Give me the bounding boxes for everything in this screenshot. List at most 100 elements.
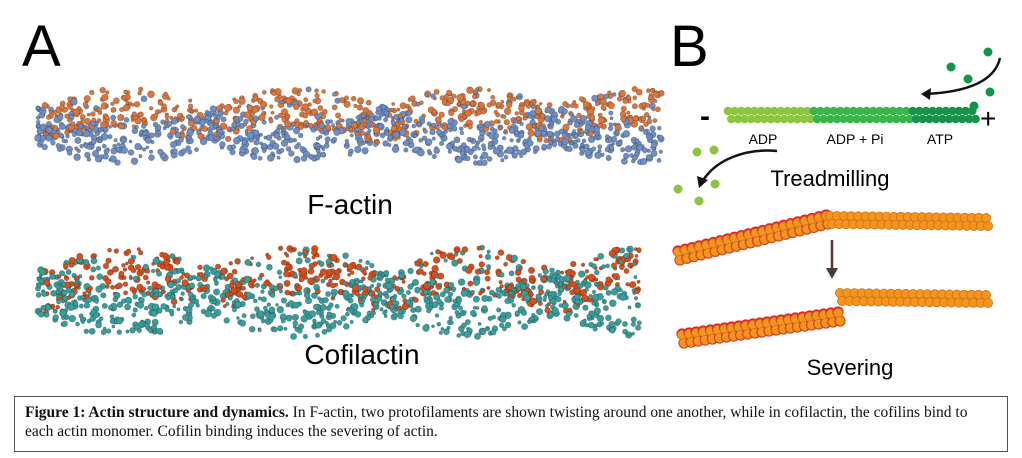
- severing-arrowhead: [826, 268, 838, 279]
- accent-residue: [644, 102, 651, 109]
- accent-residue: [88, 274, 95, 281]
- actin-residue: [405, 289, 411, 295]
- actin-residue: [90, 308, 97, 315]
- accent-residue: [504, 288, 509, 293]
- accent-residue: [96, 118, 102, 124]
- actin-residue: [325, 290, 332, 297]
- accent-residue: [390, 107, 395, 112]
- actin-residue: [36, 105, 41, 111]
- accent-residue: [455, 248, 460, 253]
- actin-residue: [596, 314, 605, 323]
- actin-residue: [484, 327, 489, 332]
- actin-residue: [616, 276, 621, 281]
- actin-residue: [454, 309, 460, 315]
- actin-residue: [370, 283, 375, 289]
- actin-residue: [293, 155, 301, 164]
- actin-residue: [384, 126, 390, 132]
- actin-residue: [120, 146, 129, 154]
- actin-residue: [470, 289, 476, 295]
- actin-residue: [168, 308, 175, 315]
- actin-residue: [74, 136, 82, 145]
- adp-monomer: [694, 196, 704, 206]
- accent-residue: [390, 125, 398, 132]
- accent-residue: [632, 95, 638, 101]
- actin-residue: [447, 149, 453, 154]
- actin-residue: [147, 285, 153, 291]
- accent-residue: [129, 286, 136, 293]
- accent-residue: [633, 288, 640, 295]
- accent-residue: [486, 285, 491, 291]
- actin-residue: [112, 296, 119, 303]
- actin-residue: [384, 114, 389, 119]
- actin-residue: [619, 293, 627, 302]
- accent-residue: [163, 259, 170, 266]
- actin-residue: [66, 150, 73, 156]
- accent-residue: [493, 109, 499, 115]
- actin-residue: [378, 112, 384, 118]
- actin-residue: [498, 271, 505, 278]
- accent-residue: [169, 115, 174, 120]
- actin-residue: [325, 305, 332, 312]
- actin-residue: [608, 110, 614, 116]
- actin-residue: [426, 121, 432, 127]
- actin-residue: [429, 251, 434, 256]
- accent-residue: [643, 121, 649, 128]
- actin-residue: [114, 159, 121, 166]
- actin-residue: [260, 318, 266, 324]
- actin-residue: [297, 132, 304, 139]
- accent-residue: [301, 103, 310, 111]
- actin-residue: [292, 137, 298, 143]
- actin-residue: [359, 302, 365, 308]
- actin-residue: [447, 281, 455, 289]
- accent-residue: [112, 265, 120, 273]
- actin-residue: [373, 301, 379, 307]
- actin-residue: [498, 322, 505, 329]
- actin-residue: [610, 288, 619, 296]
- actin-residue: [422, 128, 428, 134]
- actin-residue: [519, 153, 524, 159]
- actin-residue: [49, 273, 56, 281]
- accent-residue: [353, 103, 358, 109]
- actin-residue: [60, 299, 66, 304]
- actin-residue: [479, 127, 484, 132]
- actin-residue: [372, 142, 378, 148]
- actin-residue: [231, 307, 237, 313]
- actin-residue: [128, 139, 133, 144]
- actin-residue: [405, 116, 413, 124]
- actin-residue: [345, 117, 353, 125]
- actin-residue: [499, 315, 507, 323]
- accent-residue: [484, 275, 491, 282]
- actin-residue: [130, 157, 139, 166]
- actin-residue: [563, 274, 571, 283]
- accent-residue: [263, 280, 270, 287]
- accent-residue: [643, 111, 650, 118]
- actin-residue: [185, 135, 191, 140]
- actin-residue: [609, 116, 614, 121]
- actin-residue: [231, 121, 238, 128]
- accent-residue: [105, 257, 112, 264]
- accent-residue: [233, 98, 239, 105]
- actin-residue: [273, 285, 279, 292]
- actin-residue: [199, 119, 206, 126]
- accent-residue: [544, 306, 551, 314]
- actin-residue: [111, 324, 116, 329]
- accent-residue: [495, 101, 502, 108]
- accent-residue: [546, 102, 553, 109]
- accent-residue: [499, 284, 504, 289]
- actin-residue: [324, 320, 329, 325]
- actin-residue: [52, 308, 58, 314]
- actin-residue: [272, 326, 278, 333]
- actin-residue: [160, 302, 167, 310]
- actin-residue: [55, 284, 61, 290]
- actin-residue: [542, 268, 549, 275]
- accent-residue: [507, 96, 512, 101]
- actin-residue: [292, 126, 301, 135]
- actin-residue: [455, 297, 463, 304]
- accent-residue: [296, 91, 301, 97]
- actin-residue: [636, 320, 642, 326]
- panel-a-letter: A: [22, 14, 61, 79]
- actin-residue: [460, 289, 469, 298]
- accent-residue: [476, 105, 481, 111]
- accent-residue: [435, 125, 440, 130]
- accent-residue: [125, 248, 132, 255]
